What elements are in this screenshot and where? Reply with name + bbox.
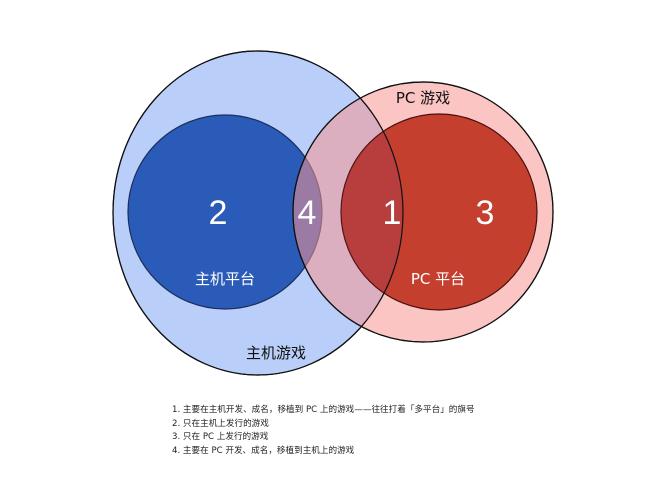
region-number-2: 2	[209, 194, 228, 232]
pc-platform-label: PC 平台	[411, 270, 465, 288]
region-number-1: 1	[383, 194, 402, 232]
region-number-4: 4	[298, 194, 317, 232]
pc-games-label: PC 游戏	[396, 89, 450, 107]
note-item: 2. 只在主机上发行的游戏	[172, 418, 269, 429]
note-item: 1. 主要在主机开发、成名，移植到 PC 上的游戏——往往打着「多平台」的旗号	[172, 405, 475, 415]
note-item: 3. 只在 PC 上发行的游戏	[172, 432, 269, 443]
region-number-3: 3	[476, 194, 495, 232]
console-games-label: 主机游戏	[246, 344, 306, 362]
console-games-outline	[112, 50, 404, 376]
legend-notes: 1. 主要在主机开发、成名，移植到 PC 上的游戏——往往打着「多平台」的旗号 …	[172, 404, 475, 458]
pc-games-outline	[292, 81, 554, 343]
pc-platform-circle	[340, 113, 538, 311]
console-platform-label: 主机平台	[195, 270, 255, 288]
note-item: 4. 主要在 PC 开发、成名，移植到主机上的游戏	[172, 445, 355, 456]
